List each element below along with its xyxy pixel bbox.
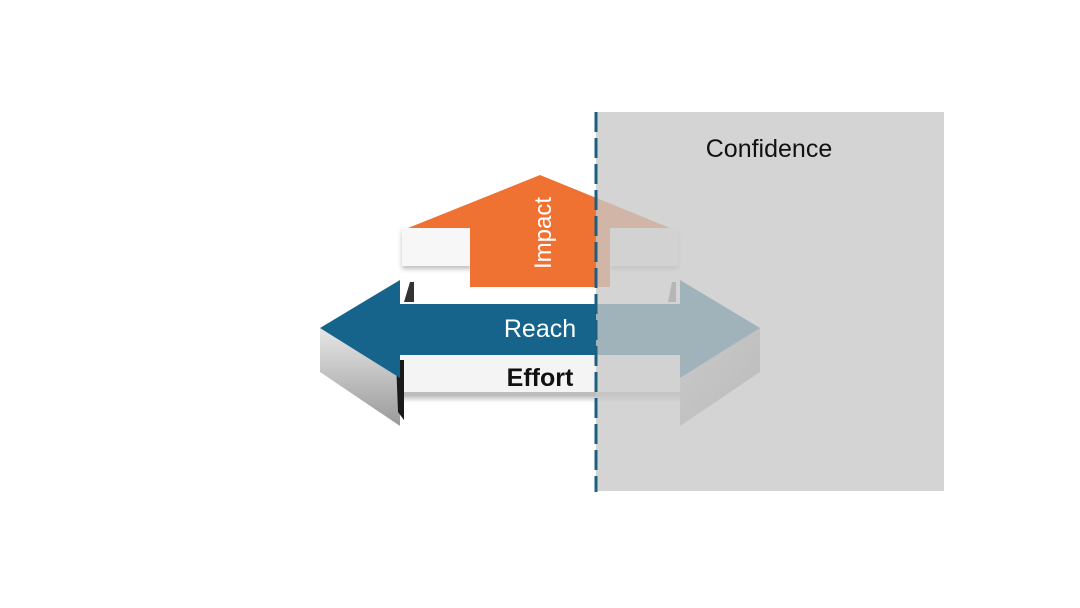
reach-label: Reach — [504, 315, 576, 343]
effort-label: Effort — [507, 364, 574, 392]
impact-label: Impact — [530, 197, 557, 269]
impact-arrow-left-wing — [402, 228, 472, 266]
reach-arrow-left-side — [320, 328, 400, 426]
confidence-overlay — [596, 112, 944, 491]
impact-arrow-left-post — [404, 282, 414, 302]
confidence-label: Confidence — [706, 135, 832, 163]
effort-block-edge — [400, 392, 682, 396]
